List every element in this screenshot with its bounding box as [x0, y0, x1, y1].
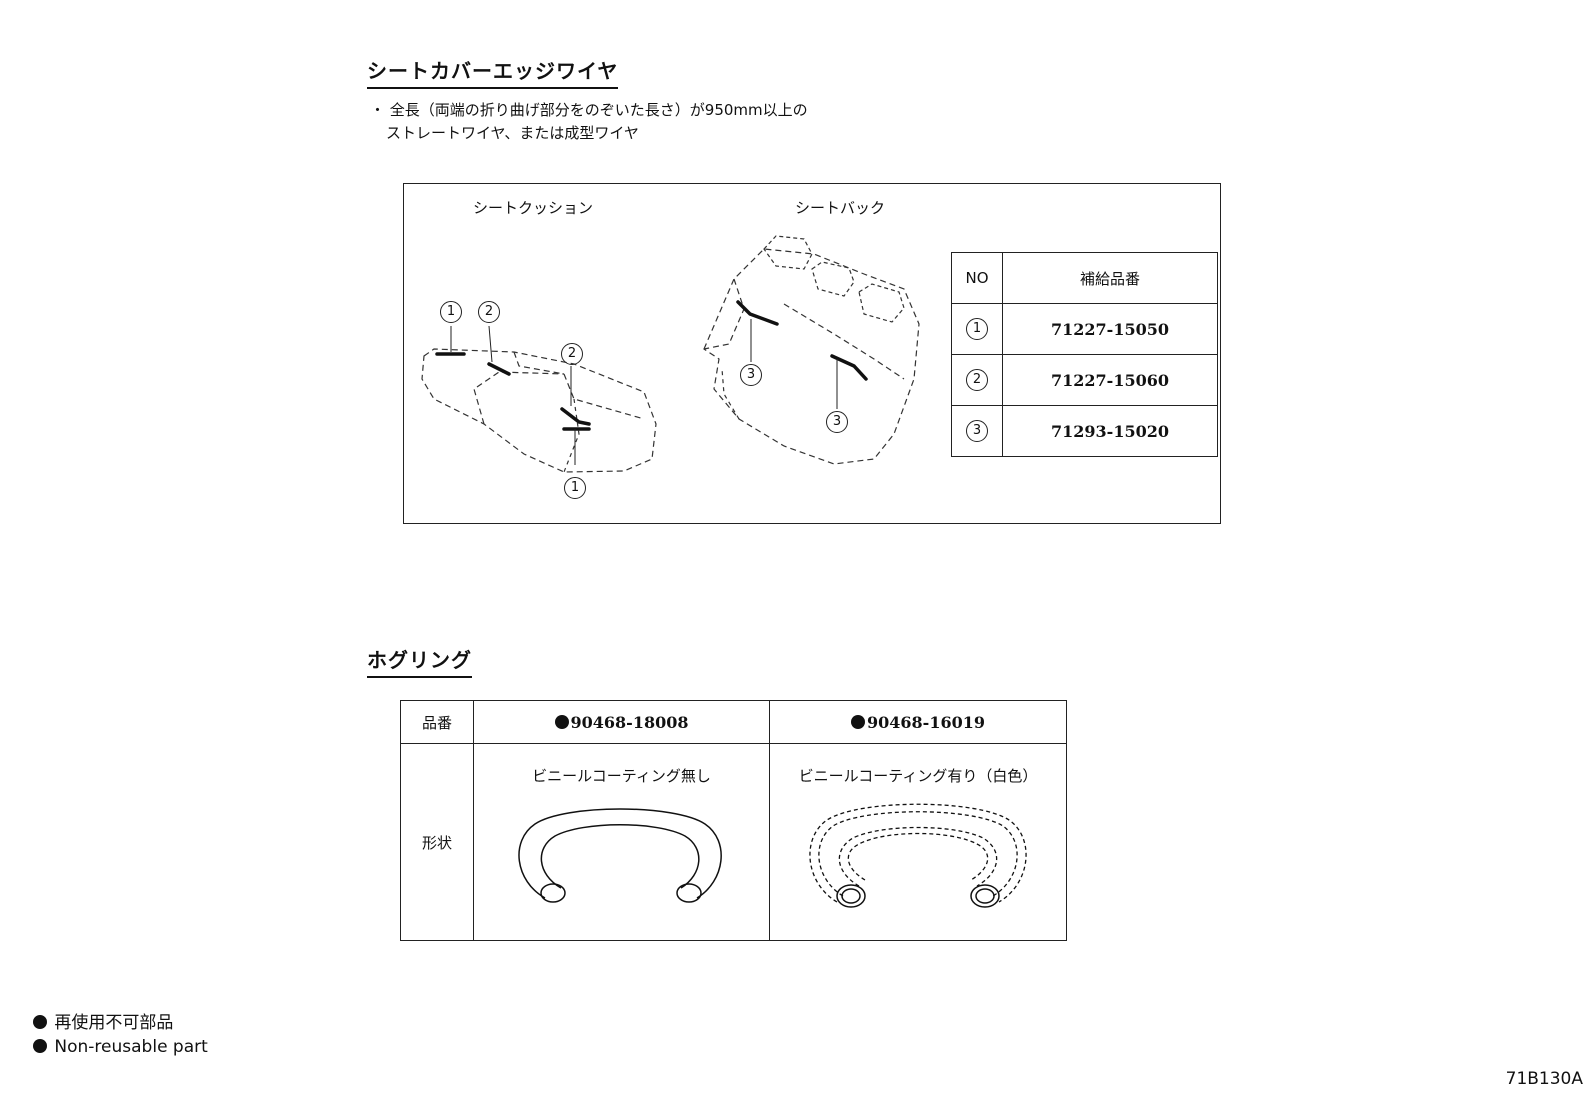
row-part-number: 71227-15060 [1002, 354, 1218, 406]
seat-back-label: シートバック [795, 199, 886, 217]
row-no: 1 [966, 318, 988, 340]
hog-ring-shape-uncoated: ビニールコーティング無し [473, 743, 770, 941]
coated-ring-drawing [809, 803, 1027, 908]
shape-label: 形状 [400, 743, 474, 941]
hog-ring-part-2: 90468-16019 [867, 712, 985, 732]
callout-3-right: 3 [826, 411, 848, 433]
non-reusable-bullet-icon [851, 714, 866, 729]
spec-note-line-1: ・ 全長（両端の折り曲げ部分をのぞいた長さ）が950mm以上の [370, 101, 808, 119]
part-number-label: 品番 [400, 700, 474, 744]
wire-2-upper [487, 362, 511, 376]
table-row: 2 71227-15060 [951, 354, 1218, 406]
coated-description: ビニールコーティング有り（白色） [798, 767, 1038, 785]
table-row: 3 71293-15020 [951, 405, 1218, 457]
non-reusable-legend: 再使用不可部品 Non-reusable part [33, 1011, 208, 1059]
uncoated-description: ビニールコーティング無し [532, 767, 711, 785]
callout-1-upper: 1 [440, 301, 462, 323]
legend-japanese: 再使用不可部品 [54, 1013, 174, 1033]
header-part-number: 補給品番 [1002, 252, 1218, 304]
figure-code: 71B130A [1505, 1069, 1583, 1089]
row-no: 2 [966, 369, 988, 391]
hog-ring-part-1: 90468-18008 [570, 712, 689, 732]
wire-2-lower [560, 407, 591, 426]
legend-english: Non-reusable part [54, 1037, 208, 1057]
callout-2-lower: 2 [561, 343, 583, 365]
row-part-number: 71293-15020 [1002, 405, 1218, 457]
hog-ring-part-row: 品番 90468-18008 90468-16019 [400, 700, 1067, 744]
non-reusable-bullet-icon [554, 714, 569, 729]
seat-wire-diagram [421, 235, 920, 473]
callout-3-left: 3 [740, 364, 762, 386]
spec-note-line-2: ストレートワイヤ、または成型ワイヤ [386, 124, 639, 142]
hog-ring-table: 品番 90468-18008 90468-16019 形状 ビニールコーティング… [400, 700, 1067, 941]
wire-3-right [830, 354, 868, 381]
callout-1-lower: 1 [564, 477, 586, 499]
hog-ring-shape-row: 形状 ビニールコーティング無し ビニールコーティング有り（白色） [400, 743, 1067, 941]
seat-cushion-label: シートクッション [473, 199, 594, 217]
non-reusable-bullet-icon [33, 1015, 47, 1029]
hog-ring-shape-coated: ビニールコーティング有り（白色） [769, 743, 1067, 941]
parts-table: NO 補給品番 1 71227-15050 2 71227-15060 3 71… [951, 252, 1218, 457]
row-no: 3 [966, 420, 988, 442]
edge-wire-figure: シートクッション シートバック [403, 183, 1221, 524]
spec-note: ・ 全長（両端の折り曲げ部分をのぞいた長さ）が950mm以上の ストレートワイヤ… [370, 99, 808, 145]
parts-table-header: NO 補給品番 [951, 252, 1218, 304]
non-reusable-bullet-icon [33, 1039, 47, 1053]
header-no: NO [951, 252, 1003, 304]
uncoated-ring-drawing [518, 808, 722, 903]
section-title-hog-ring: ホグリング [367, 644, 472, 678]
section-title-edge-wire: シートカバーエッジワイヤ [367, 55, 619, 89]
wire-3-left [736, 300, 779, 326]
table-row: 1 71227-15050 [951, 303, 1218, 355]
callout-2-upper: 2 [478, 301, 500, 323]
row-part-number: 71227-15050 [1002, 303, 1218, 355]
